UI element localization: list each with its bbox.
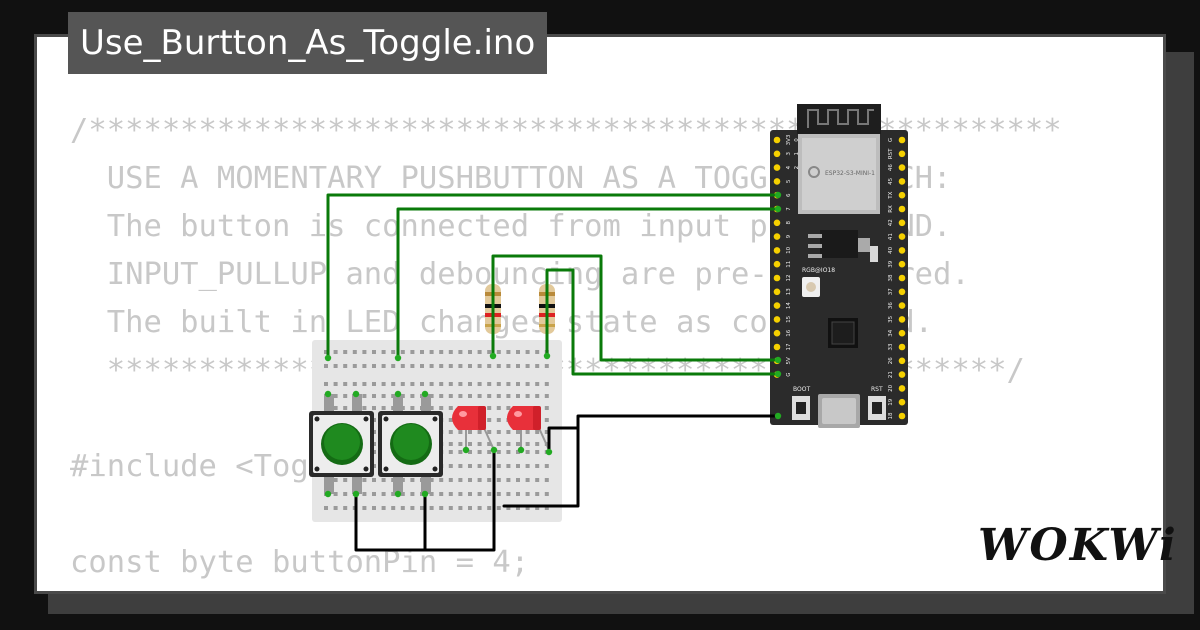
pin-label: 9 bbox=[786, 234, 792, 238]
rgb-label: RGB@IO18 bbox=[802, 267, 835, 274]
pin-label: 26 bbox=[888, 357, 894, 364]
pin-label: 3 bbox=[786, 152, 792, 156]
pin-label: 37 bbox=[888, 288, 894, 295]
pin-label: 36 bbox=[888, 302, 894, 309]
pin-label: G bbox=[888, 138, 894, 142]
pin-label: 5V bbox=[786, 357, 792, 364]
wires bbox=[326, 193, 780, 552]
boot-label: BOOT bbox=[793, 386, 810, 393]
pin-label: 8 bbox=[786, 221, 792, 225]
pin-label: 42 bbox=[888, 219, 894, 226]
wire-resistor1-led bbox=[491, 254, 780, 362]
pin-label: 17 bbox=[786, 343, 792, 350]
pin-label: 15 bbox=[786, 315, 792, 322]
pin-label: 38 bbox=[888, 274, 894, 281]
pin-label: 13 bbox=[786, 288, 792, 295]
pin-label: 21 bbox=[888, 371, 894, 378]
pin-label: 41 bbox=[888, 233, 894, 240]
pin-label: 19 bbox=[888, 398, 894, 405]
pin-label: RST bbox=[888, 148, 894, 159]
code-line: const byte buttonPin = 4; bbox=[70, 545, 530, 580]
connection-points bbox=[324, 191, 782, 498]
project-title: Use_Burtton_As_Toggle.ino bbox=[68, 12, 548, 74]
pin-label: 3V3 bbox=[786, 134, 792, 145]
pin-label: 10 bbox=[786, 246, 792, 253]
pin-label: RX bbox=[888, 205, 894, 213]
pin-label: TX bbox=[888, 191, 894, 199]
wire-button2-signal bbox=[396, 207, 780, 360]
pushbutton-2[interactable] bbox=[378, 394, 443, 494]
pin-label: 45 bbox=[888, 177, 894, 184]
pin-label: 2 bbox=[794, 166, 800, 170]
pin-label: 39 bbox=[888, 260, 894, 267]
pin-label: 20 bbox=[888, 384, 894, 391]
pin-label: 35 bbox=[888, 315, 894, 322]
pin-label: 5 bbox=[786, 179, 792, 183]
led-1 bbox=[452, 406, 495, 451]
esp32-s3-board[interactable]: ESP32-S3-MINI-1 RGB@IO18 BOOT RST 3V3345… bbox=[770, 104, 908, 428]
pin-label: 18 bbox=[888, 412, 894, 419]
pin-label: 40 bbox=[888, 246, 894, 253]
pin-label: 16 bbox=[786, 329, 792, 336]
pin-label: 6 bbox=[786, 193, 792, 197]
pin-label: 34 bbox=[888, 329, 894, 336]
pin-label: 0 bbox=[794, 138, 800, 142]
pushbutton-1[interactable] bbox=[309, 394, 374, 494]
pin-label: 7 bbox=[786, 207, 792, 211]
wire-gnd-board bbox=[576, 414, 780, 430]
pin-label: 11 bbox=[786, 261, 792, 268]
pin-label: 33 bbox=[888, 343, 894, 350]
pin-label: 4 bbox=[786, 165, 792, 169]
pin-label: G bbox=[786, 372, 792, 376]
chip-label: ESP32-S3-MINI-1 bbox=[825, 170, 875, 177]
pin-label: 14 bbox=[786, 302, 792, 309]
wire-resistor2-led bbox=[545, 268, 780, 376]
wire-button1-signal bbox=[326, 193, 780, 360]
led-2 bbox=[507, 406, 550, 451]
rst-label: RST bbox=[871, 386, 883, 393]
pin-label: 12 bbox=[786, 275, 792, 282]
wokwi-logo: WOKWi bbox=[978, 520, 1178, 571]
pin-label: 1 bbox=[794, 152, 800, 156]
pin-label: 46 bbox=[888, 164, 894, 171]
